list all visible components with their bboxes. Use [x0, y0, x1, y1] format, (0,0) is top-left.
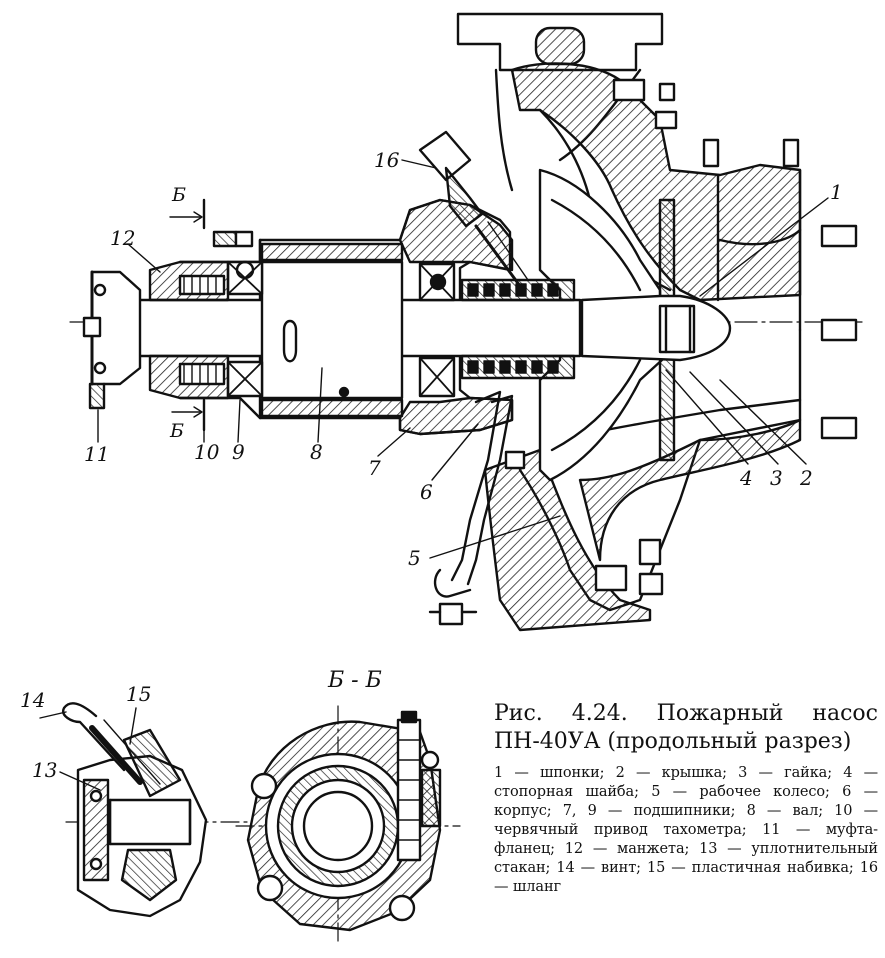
callout-4: 4 — [740, 466, 753, 490]
callout-12: 12 — [110, 226, 136, 250]
callout-6: 6 — [420, 480, 433, 504]
callout-8: 8 — [310, 440, 323, 464]
callout-14: 14 — [20, 688, 46, 712]
callout-11: 11 — [84, 442, 110, 466]
callout-2: 2 — [800, 466, 813, 490]
section-mark-top: Б — [172, 184, 186, 206]
callout-15: 15 — [126, 682, 152, 706]
caption-legend: 1 — шпонки; 2 — крышка; 3 — гайка; 4 — с… — [494, 765, 878, 895]
callout-1: 1 — [830, 180, 843, 204]
section-view-title: Б - Б — [328, 668, 382, 693]
callout-16: 16 — [374, 148, 400, 172]
callout-7: 7 — [368, 456, 381, 480]
figure-caption: Рис. 4.24. Пожарный насос ПН-40УА (продо… — [494, 700, 878, 897]
callout-10: 10 — [194, 440, 220, 464]
callout-13: 13 — [32, 758, 58, 782]
callout-5: 5 — [408, 546, 421, 570]
callout-3: 3 — [770, 466, 783, 490]
section-mark-bottom: Б — [170, 420, 184, 442]
callout-9: 9 — [232, 440, 245, 464]
caption-title: Рис. 4.24. Пожарный насос ПН-40УА (продо… — [494, 701, 878, 754]
